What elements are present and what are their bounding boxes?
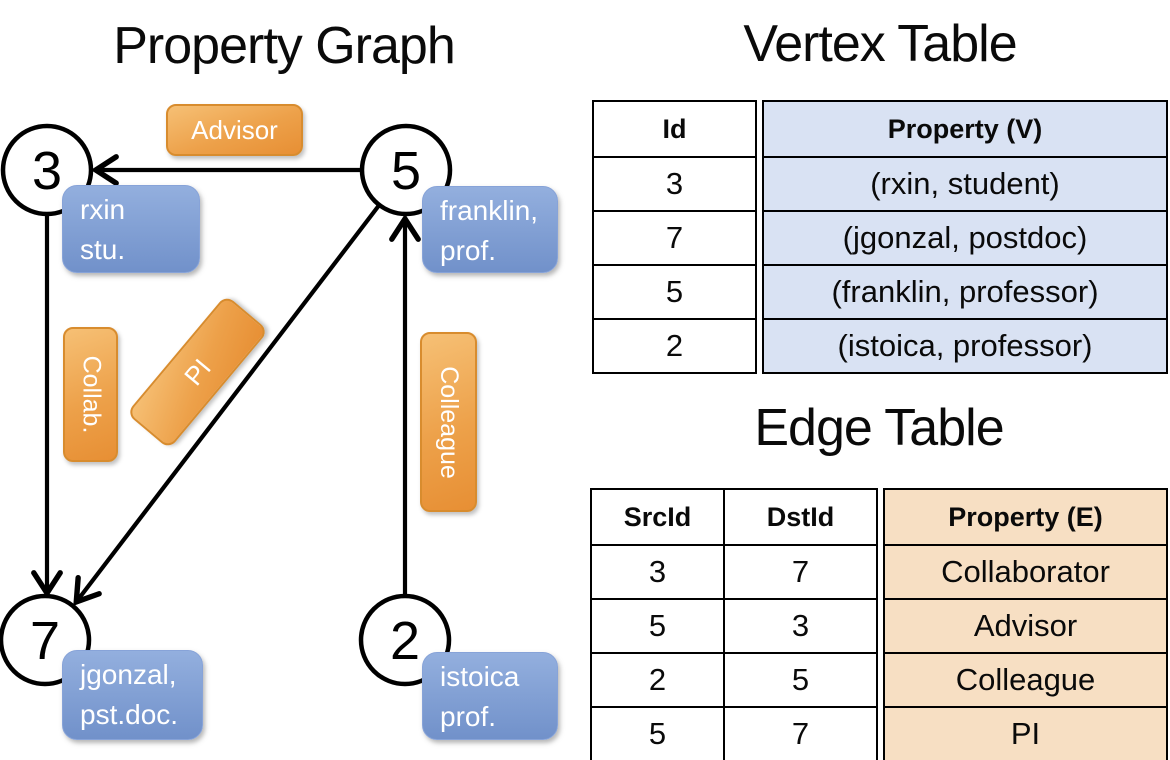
vertex-table-cell-property: (istoica, professor) [764, 318, 1166, 372]
edge-table-title: Edge Table [754, 399, 1004, 457]
edge-table-cell-dst: 3 [725, 598, 876, 652]
vertex-table-header-id: Id [662, 113, 687, 144]
edge-table-cell-property: Advisor [885, 598, 1166, 652]
vertex-table-cell-property: (franklin, professor) [764, 264, 1166, 318]
vertex-table-property-column: Property (V) (rxin, student) (jgonzal, p… [762, 100, 1168, 374]
edge-label-collab-text: Collab. [77, 355, 106, 434]
vertex-table-cell-id: 7 [594, 210, 755, 264]
edge-label-collab: Collab. [63, 327, 118, 462]
vertex-table-cell-id: 5 [594, 264, 755, 318]
vertex-label-rxin: rxin stu. [62, 185, 200, 273]
edge-table-cell-property: Collaborator [885, 544, 1166, 598]
edge-table-cell-src: 5 [592, 598, 723, 652]
edge-table-cell-property: Colleague [885, 652, 1166, 706]
vertex-table-cell-id: 3 [594, 156, 755, 210]
vertex-table-header-property: Property (V) [764, 102, 1166, 156]
edge-table-src-column: SrcId 3 5 2 5 [592, 490, 723, 760]
edge-table-header-src: SrcId [623, 501, 692, 532]
vertex-table-id-column: Id 3 7 5 2 [592, 100, 757, 374]
edge-table-cell-dst: 5 [725, 652, 876, 706]
vertex-table: Id 3 7 5 2 Property (V) (rxin, student) … [592, 100, 1168, 374]
property-graph-title: Property Graph [113, 17, 456, 75]
edge-table-cell-src: 2 [592, 652, 723, 706]
edge-table-cell-dst: 7 [725, 706, 876, 760]
edge-table: SrcId 3 5 2 5 DstId 7 3 5 7 Property (E)… [590, 488, 1168, 760]
edge-table-cell-src: 3 [592, 544, 723, 598]
edge-label-advisor: Advisor [166, 104, 303, 156]
edge-label-pi-text: PI [177, 352, 217, 391]
edge-table-cell-src: 5 [592, 706, 723, 760]
edge-table-header-dst: DstId [766, 501, 835, 532]
edge-label-colleague: Colleague [420, 332, 477, 512]
edge-table-cell-dst: 7 [725, 544, 876, 598]
edge-label-advisor-text: Advisor [191, 114, 278, 145]
vertex-label-franklin-line2: prof. [440, 235, 497, 266]
vertex-table-cell-property: (jgonzal, postdoc) [764, 210, 1166, 264]
node-id-5: 5 [391, 141, 421, 201]
edge-table-id-columns: SrcId 3 5 2 5 DstId 7 3 5 7 [590, 488, 878, 760]
edge-label-colleague-text: Colleague [435, 365, 463, 479]
edge-table-cell-property: PI [885, 706, 1166, 760]
vertex-label-istoica-line1: istoica [440, 661, 520, 692]
edge-table-dst-column: DstId 7 3 5 7 [723, 490, 876, 760]
vertex-label-franklin-line1: franklin, [440, 195, 539, 226]
vertex-label-istoica: istoica prof. [422, 652, 558, 740]
vertex-label-jgonzal-line1: jgonzal, [80, 659, 177, 690]
edge-table-header-property: Property (E) [885, 490, 1166, 544]
node-id-2: 2 [390, 611, 420, 671]
vertex-label-rxin-line1: rxin [80, 194, 126, 225]
vertex-table-cell-id: 2 [594, 318, 755, 372]
edge-5-to-7-pi [73, 202, 382, 606]
vertex-label-rxin-line2: stu. [80, 234, 126, 265]
vertex-label-istoica-line2: prof. [440, 701, 497, 732]
edge-table-property-column: Property (E) Collaborator Advisor Collea… [883, 488, 1168, 760]
vertex-table-cell-property: (rxin, student) [764, 156, 1166, 210]
vertex-label-jgonzal: jgonzal, pst.doc. [62, 650, 203, 740]
node-id-3: 3 [32, 141, 62, 201]
node-id-7: 7 [30, 611, 60, 671]
vertex-label-franklin: franklin, prof. [422, 186, 558, 273]
vertex-table-title: Vertex Table [743, 15, 1017, 73]
vertex-label-jgonzal-line2: pst.doc. [80, 699, 179, 730]
